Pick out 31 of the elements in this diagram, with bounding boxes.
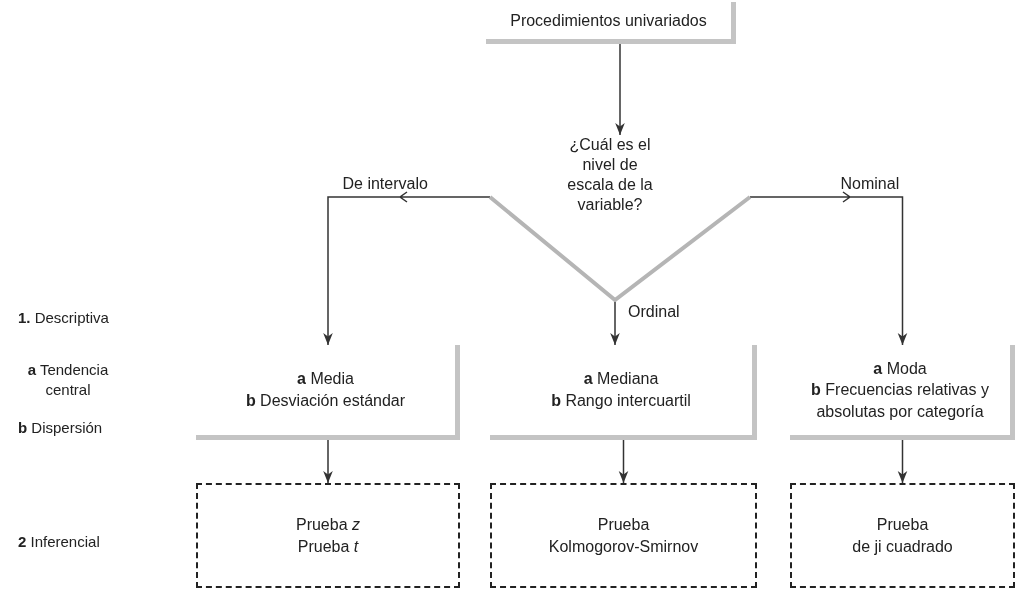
row-label: b Dispersión (18, 418, 103, 438)
node-text: b Desviación estándar (245, 391, 406, 411)
node-text: Prueba z (295, 514, 360, 535)
arrow (323, 439, 333, 484)
row-label: a Tendencia central (26, 360, 110, 399)
dashed-box (196, 483, 460, 588)
arrow (618, 439, 629, 484)
dashed-box (490, 483, 757, 588)
node-text: Prueba (876, 514, 929, 535)
node-text: b Frecuencias relativas y absolutas por categoría (810, 380, 990, 422)
node-text: a Mediana (583, 369, 659, 390)
arrow (610, 300, 620, 346)
node-text: a Moda (873, 358, 927, 379)
arrow (323, 191, 491, 346)
edge-label: De intervalo (341, 175, 429, 193)
node-text: a Media (297, 369, 354, 390)
node-text: b Rango intercuartil (551, 391, 691, 411)
dashed-box (790, 483, 1015, 588)
row-label: 2 Inferencial (18, 532, 100, 552)
decision-text: ¿Cuál es el nivel de escala de la variable? (566, 135, 654, 215)
node-text: de ji cuadrado (852, 536, 953, 557)
edge-label: Nominal (839, 175, 901, 193)
node-text: Prueba t (297, 536, 359, 557)
node-text: Prueba (597, 514, 650, 535)
arrow (897, 439, 908, 484)
arrow (749, 191, 908, 346)
arrow (615, 43, 625, 136)
edge-label: Ordinal (627, 303, 681, 321)
node-text: Procedimientos univariados (510, 10, 707, 31)
row-label: 1. Descriptiva (18, 308, 109, 328)
node-text: Kolmogorov-Smirnov (548, 536, 699, 557)
